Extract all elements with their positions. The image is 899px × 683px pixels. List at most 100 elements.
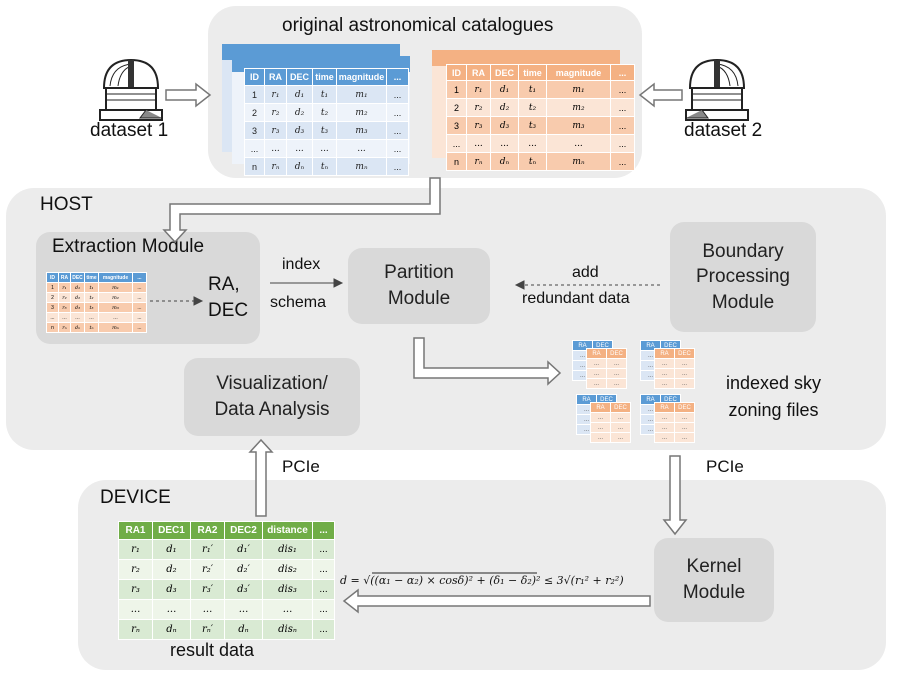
arrow-dataset1 [165, 82, 212, 108]
result-table-cell: ... [312, 599, 335, 620]
distance-formula: d = √((α₁ − α₂) × cosδ)² + (δ₁ − δ₂)² ≤ … [340, 574, 624, 587]
mini-table-cell: m₃ [98, 302, 133, 313]
orange-table-cell: 1 [446, 80, 467, 99]
zoning-cell: ... [610, 412, 631, 423]
catalogues-title: original astronomical catalogues [282, 15, 554, 36]
blue-table-cell: d₁ [286, 85, 313, 104]
kernel-module: Kernel Module [654, 538, 774, 622]
orange-table-cell: ... [610, 152, 635, 171]
visualization-module: Visualization/ Data Analysis [184, 358, 360, 436]
cat-header: RA [264, 68, 287, 86]
mini-table-cell: 1 [46, 282, 59, 293]
blue-table-cell: ... [386, 85, 409, 104]
mini-table-cell: ... [132, 302, 147, 313]
cat-header: DEC [490, 64, 519, 81]
blue-table-cell: r₃ [264, 121, 287, 140]
orange-table-cell: ... [466, 134, 491, 153]
mini-table-cell: r₂ [58, 292, 71, 303]
orange-table-cell: r₂ [466, 98, 491, 117]
blue-table-cell: m₁ [336, 85, 387, 104]
mini-header: magnitude [98, 272, 133, 283]
add-label: add [572, 264, 599, 281]
result-table-cell: ... [312, 619, 335, 640]
result-table-cell: rₙ′ [190, 619, 225, 640]
cat-header: time [518, 64, 547, 81]
orange-table-cell: rₙ [466, 152, 491, 171]
zoning-header: RA [654, 402, 675, 413]
blue-table-cell: 2 [244, 103, 265, 122]
result-table-cell: d₁ [152, 539, 191, 560]
result-table-cell: d₃ [152, 579, 191, 600]
orange-table-cell: t₂ [518, 98, 547, 117]
mini-table-cell: tₙ [84, 322, 99, 333]
result-table-cell: d₂′ [224, 559, 263, 580]
zoning-cell: ... [590, 432, 611, 443]
mini-table-cell: rₙ [58, 322, 71, 333]
cat-header: ... [386, 68, 409, 86]
blue-table-cell: tₙ [312, 157, 337, 176]
dataset-2-label: dataset 2 [684, 120, 763, 141]
orange-table-cell: ... [546, 134, 611, 153]
zoning-cell: ... [654, 378, 675, 389]
zoning-cell: ... [674, 368, 695, 379]
zoning-cell: ... [654, 412, 675, 423]
mini-table-row: .................. [46, 312, 147, 323]
blue-table-cell: ... [386, 121, 409, 140]
observatory-icon-left [99, 58, 163, 121]
blue-table-cell: ... [386, 139, 409, 158]
zoning-cell: ... [586, 378, 607, 389]
mini-table-cell: ... [46, 312, 59, 323]
mini-table-cell: t₂ [84, 292, 99, 303]
blue-table-cell: r₂ [264, 103, 287, 122]
mini-table-cell: ... [132, 322, 147, 333]
mini-table-cell: ... [70, 312, 85, 323]
zoning-files-label: indexed sky zoning files [726, 373, 822, 420]
result-table-cell: dis₂ [262, 559, 313, 580]
orange-table-cell: 2 [446, 98, 467, 117]
cat-header: ID [446, 64, 467, 81]
orange-table-cell: r₁ [466, 80, 491, 99]
orange-table-cell: r₃ [466, 116, 491, 135]
result-table-cell: ... [190, 599, 225, 620]
blue-table-cell: mₙ [336, 157, 387, 176]
redundant-data-label: redundant data [522, 290, 630, 307]
cat-header: magnitude [336, 68, 387, 86]
mini-table-cell: 2 [46, 292, 59, 303]
mini-header: RA [58, 272, 71, 283]
zoning-header: DEC [674, 402, 695, 413]
mini-table-cell: ... [132, 292, 147, 303]
result-table-cell: ... [312, 559, 335, 580]
host-title: HOST [40, 194, 93, 215]
zoning-header: RA [586, 348, 607, 359]
blue-table-cell: t₂ [312, 103, 337, 122]
blue-table-cell: m₃ [336, 121, 387, 140]
orange-table-cell: tₙ [518, 152, 547, 171]
zoning-cell: ... [610, 422, 631, 433]
blue-table-cell: d₂ [286, 103, 313, 122]
mini-table-cell: m₂ [98, 292, 133, 303]
result-table-cell: ... [118, 599, 153, 620]
result-table-cell: disₙ [262, 619, 313, 640]
mini-table-cell: ... [58, 312, 71, 323]
cat-header: RA [466, 64, 491, 81]
result-table-cell: dis₁ [262, 539, 313, 560]
mini-table-cell: t₁ [84, 282, 99, 293]
result-table-cell: r₃ [118, 579, 153, 600]
result-table-cell: rₙ [118, 619, 153, 640]
result-table-cell: ... [312, 539, 335, 560]
mini-table-cell: ... [84, 312, 99, 323]
result-data-label: result data [170, 640, 255, 660]
zoning-header: DEC [606, 348, 627, 359]
result-table-cell: d₂ [152, 559, 191, 580]
mini-table-cell: r₃ [58, 302, 71, 313]
orange-table-cell: mₙ [546, 152, 611, 171]
result-table-cell: ... [312, 579, 335, 600]
mini-table-cell: d₃ [70, 302, 85, 313]
orange-table-cell: m₃ [546, 116, 611, 135]
result-table-row: .................. [118, 599, 335, 620]
